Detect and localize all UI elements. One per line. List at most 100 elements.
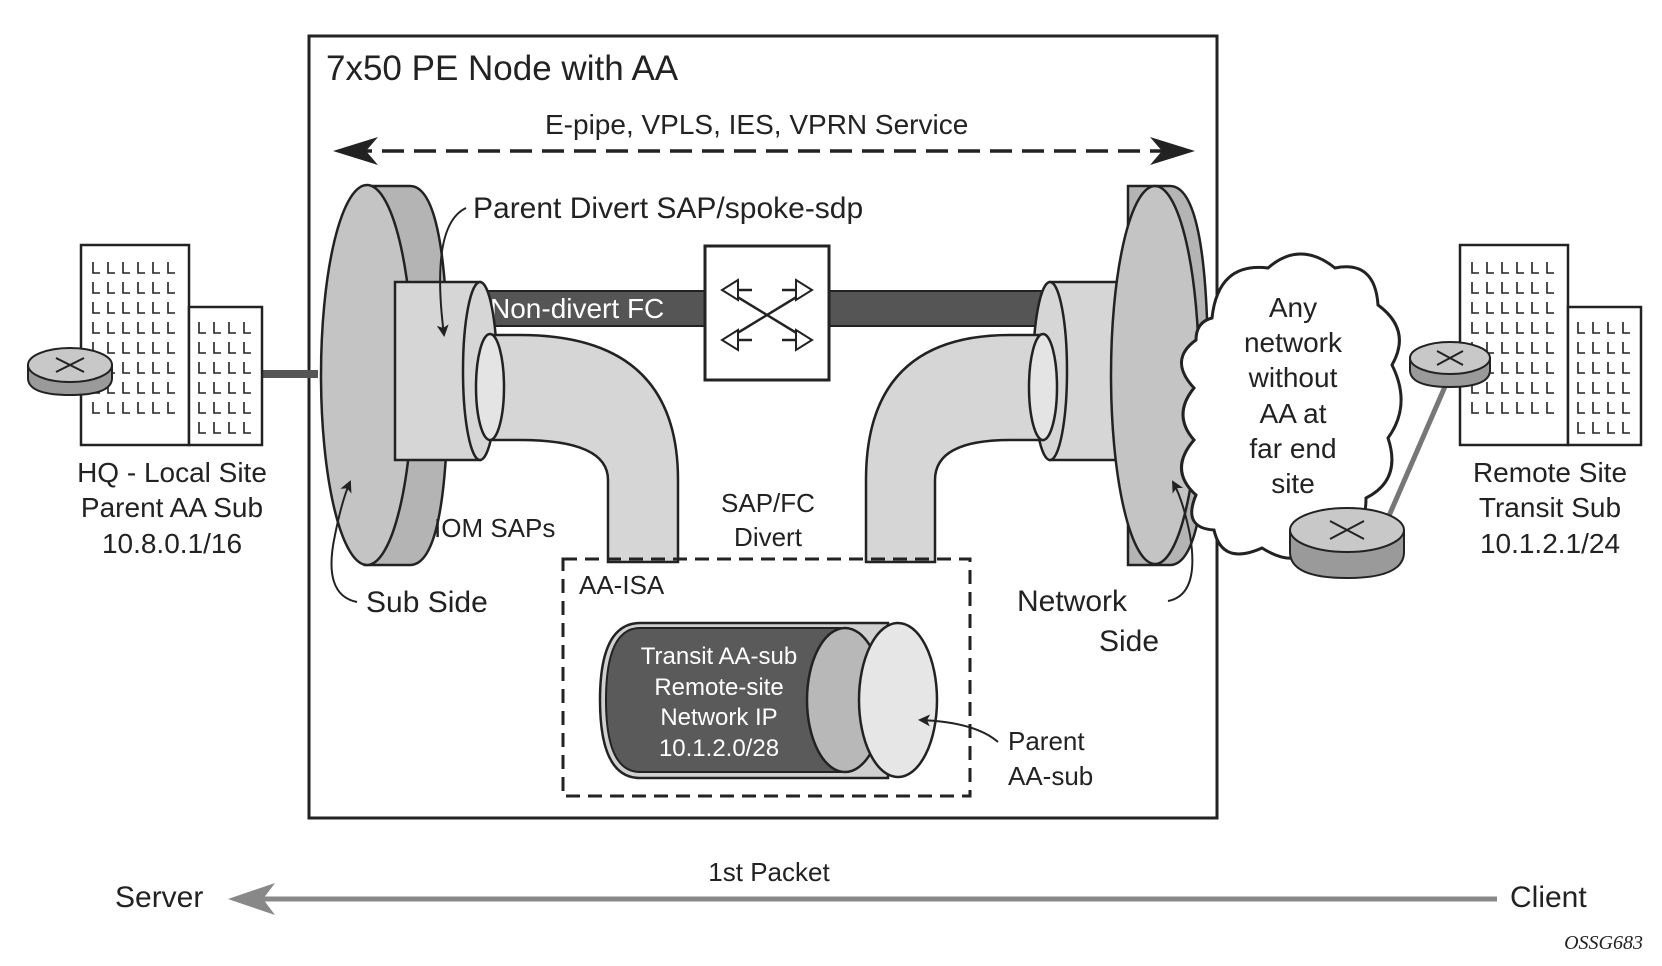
building-window [107, 342, 115, 354]
building-window [1577, 422, 1585, 434]
building-window [198, 402, 206, 414]
packet-arrow-head [228, 883, 275, 915]
switch-icon [703, 244, 831, 382]
building-window [198, 322, 206, 334]
remote-site-line3: 10.1.2.1/24 [1480, 528, 1620, 559]
building-window [137, 382, 145, 394]
sap-fc-divert-line2: Divert [734, 522, 803, 552]
network-side-line1: Network [1017, 585, 1128, 618]
non-divert-label: Non-divert FC [490, 293, 664, 324]
building-window [152, 382, 160, 394]
building-window [1501, 342, 1509, 354]
building-window [92, 282, 100, 294]
building-window [122, 282, 130, 294]
parent-divert-label: Parent Divert SAP/spoke-sdp [473, 192, 863, 225]
cloud-line1: Any [1269, 292, 1317, 323]
building-window [1607, 382, 1615, 394]
building-window [1486, 262, 1494, 274]
building-window [137, 302, 145, 314]
aa-sub-cylinder [598, 621, 939, 780]
parent-aa-sub-line1: Parent [1008, 726, 1085, 756]
building-window [152, 302, 160, 314]
building-window [107, 322, 115, 334]
iom-saps-label: IOM SAPs [434, 513, 555, 543]
building-window [1531, 382, 1539, 394]
building-window [122, 402, 130, 414]
server-label: Server [115, 881, 203, 914]
building-window [1471, 262, 1479, 274]
left-divert-pipe [474, 332, 680, 564]
building-window [152, 322, 160, 334]
building-window [198, 382, 206, 394]
building-window [1577, 402, 1585, 414]
building-window [1531, 302, 1539, 314]
building-window [1471, 302, 1479, 314]
building-window [1501, 382, 1509, 394]
network-side-line2: Side [1099, 625, 1159, 658]
building-window [1486, 282, 1494, 294]
hq-site-line2: Parent AA Sub [81, 492, 263, 523]
building-window [167, 402, 175, 414]
building-window [1516, 402, 1524, 414]
building-window [1516, 342, 1524, 354]
building-window [213, 382, 221, 394]
building-window [167, 382, 175, 394]
cloud-line4: AA at [1260, 398, 1327, 429]
network-side-arrow [1167, 480, 1194, 602]
building-window [1531, 262, 1539, 274]
hq-site-line3: 10.8.0.1/16 [102, 528, 242, 559]
building-window [167, 342, 175, 354]
building-window [1531, 362, 1539, 374]
building-window [1501, 282, 1509, 294]
cloud-line6: site [1271, 468, 1315, 499]
building-window [1577, 322, 1585, 334]
building-window [122, 342, 130, 354]
building-window [167, 362, 175, 374]
building-window [137, 342, 145, 354]
transit-sub-line1: Transit AA-sub [641, 643, 798, 670]
service-arrow-left-head [333, 137, 378, 165]
building-window [1486, 302, 1494, 314]
building-window [1531, 282, 1539, 294]
building-window [1531, 402, 1539, 414]
building-window [137, 322, 145, 334]
cloud-line5: far end [1249, 433, 1336, 464]
building-window [1501, 302, 1509, 314]
building-window [107, 402, 115, 414]
building-window [1622, 362, 1630, 374]
pe-node-title: 7x50 PE Node with AA [326, 49, 679, 88]
building-window [1546, 382, 1554, 394]
building-window [152, 342, 160, 354]
building-window [1607, 422, 1615, 434]
building-window [1516, 382, 1524, 394]
transit-sub-line3: Network IP [660, 704, 777, 731]
building-window [167, 282, 175, 294]
building-window [107, 262, 115, 274]
building-window [243, 402, 251, 414]
building-window [152, 362, 160, 374]
building-window [213, 362, 221, 374]
building-window [122, 262, 130, 274]
building-window [92, 262, 100, 274]
building-window [152, 282, 160, 294]
building-window [1531, 342, 1539, 354]
building-window [1486, 322, 1494, 334]
building-window [137, 282, 145, 294]
building-window [198, 362, 206, 374]
building-window [167, 322, 175, 334]
building-window [1592, 342, 1600, 354]
remote-site-line2: Transit Sub [1479, 492, 1621, 523]
building-window [1486, 382, 1494, 394]
building-window [1592, 382, 1600, 394]
building-window [1471, 282, 1479, 294]
building-window [1607, 362, 1615, 374]
building-window [1516, 322, 1524, 334]
building-window [228, 382, 236, 394]
building-window [1516, 362, 1524, 374]
building-window [1592, 322, 1600, 334]
building-window [198, 422, 206, 434]
building-window [137, 262, 145, 274]
building-window [1501, 362, 1509, 374]
building-window [122, 322, 130, 334]
building-window [228, 342, 236, 354]
